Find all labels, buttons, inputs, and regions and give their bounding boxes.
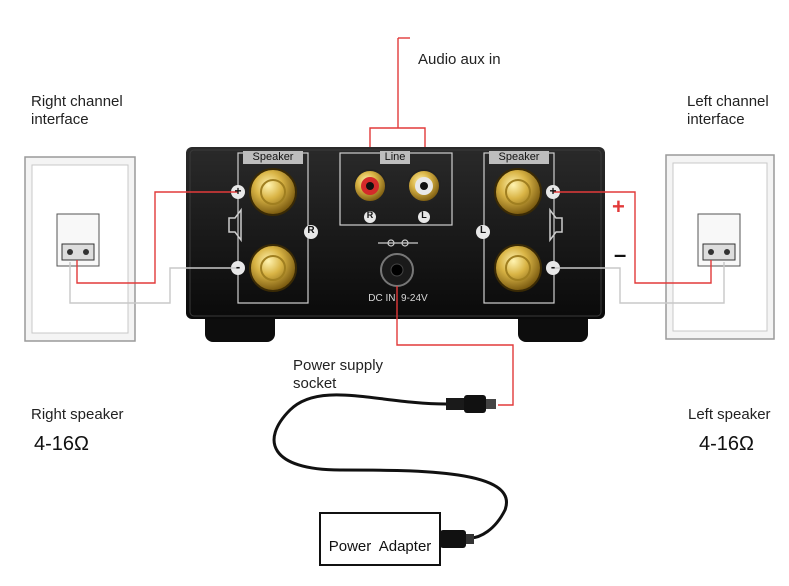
power-adapter-box: [319, 512, 441, 566]
power-cable: [272, 393, 508, 540]
power-supply-lead: [396, 286, 514, 406]
right-speaker: [24, 156, 136, 342]
adapter-plug: [440, 530, 474, 548]
speaker-label-right-group: Speaker: [252, 151, 294, 163]
polarity-minus: –: [614, 242, 627, 267]
rca-jack-l: [407, 169, 441, 203]
binding-post-left-minus: [494, 244, 542, 292]
rca-jack-r: [353, 169, 387, 203]
left-channel-interface-label: Left channel interface: [687, 93, 769, 128]
line-label: Line: [384, 151, 406, 163]
channel-r-label: R: [307, 225, 315, 236]
speaker-label-left-group: Speaker: [498, 151, 540, 163]
post-plus-left: +: [549, 184, 557, 198]
power-supply-socket-label: Power supply socket: [293, 357, 384, 392]
binding-post-left-plus: [494, 168, 542, 216]
rca-r-label: R: [366, 210, 374, 220]
post-minus-left: -: [550, 259, 556, 274]
right-speaker-label: Right speaker: [31, 406, 124, 423]
speaker-symbol-icon: [228, 207, 242, 243]
dc-in-label: DC IN 9-24V: [368, 293, 428, 304]
dc-polarity-icon: [378, 239, 418, 247]
dc-socket: [380, 253, 414, 287]
audio-aux-in-label: Audio aux in: [418, 51, 501, 68]
right-channel-interface-label: Right channel interface: [31, 93, 123, 128]
left-speaker-wires: [553, 191, 725, 304]
channel-l-label: L: [479, 225, 487, 236]
binding-post-right-minus: [249, 244, 297, 292]
power-adapter-label: Power Adapter: [328, 538, 432, 555]
rca-l-label: L: [421, 210, 427, 220]
left-speaker-label: Left speaker: [688, 406, 771, 423]
left-impedance: 4-16Ω: [699, 433, 754, 455]
right-impedance: 4-16Ω: [34, 433, 89, 455]
post-plus-right: +: [234, 184, 242, 198]
polarity-plus: +: [612, 194, 625, 219]
post-minus-right: -: [235, 259, 241, 274]
right-speaker-wires: [69, 191, 238, 304]
left-speaker: [665, 154, 775, 340]
binding-post-right-plus: [249, 168, 297, 216]
power-plug: [446, 395, 496, 413]
speaker-symbol-icon: [549, 207, 563, 243]
